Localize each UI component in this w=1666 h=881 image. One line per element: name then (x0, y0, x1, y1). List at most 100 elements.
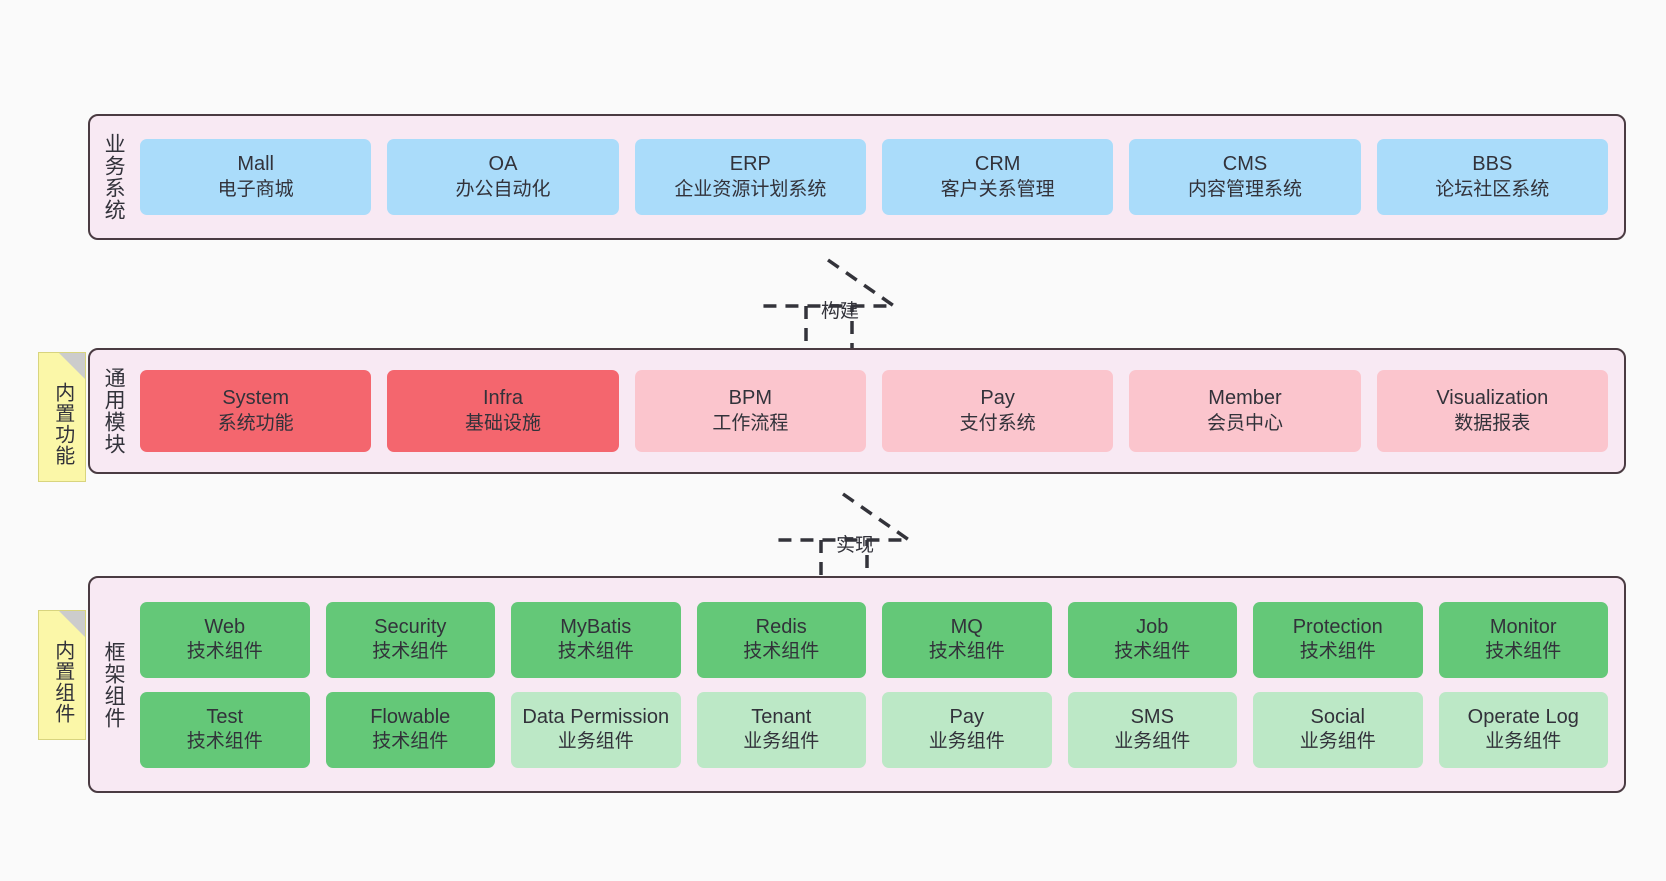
node-title: Test (206, 705, 244, 728)
node-oa[interactable]: OA 办公自动化 (387, 139, 619, 215)
node-visualization[interactable]: Visualization 数据报表 (1376, 370, 1608, 452)
node-subtitle: 内容管理系统 (1187, 178, 1302, 200)
node-subtitle: 技术组件 (372, 641, 449, 663)
node-infra[interactable]: Infra 基础设施 (387, 370, 619, 452)
node-subtitle: 技术组件 (743, 641, 820, 663)
node-subtitle: 技术组件 (928, 641, 1005, 663)
node-cms[interactable]: CMS 内容管理系统 (1129, 139, 1361, 215)
node-subtitle: 技术组件 (372, 731, 449, 753)
node-subtitle: 业务组件 (743, 731, 820, 753)
node-operate-log[interactable]: Operate Log 业务组件 (1438, 691, 1608, 768)
node-title: Pay (980, 387, 1015, 410)
layer-body-business-system: Mall 电子商城 OA 办公自动化 ERP 企业资源计划系统 CRM 客户关系… (136, 116, 1624, 238)
node-subtitle: 技术组件 (186, 731, 263, 753)
node-title: Redis (755, 615, 807, 638)
node-subtitle: 客户关系管理 (940, 178, 1055, 200)
node-protection[interactable]: Protection 技术组件 (1253, 601, 1423, 678)
framework-tech-row: Web 技术组件 Security 技术组件 MyBatis 技术组件 Redi… (140, 601, 1608, 678)
node-pay-module[interactable]: Pay 支付系统 (881, 370, 1114, 452)
node-title: Data Permission (522, 705, 670, 728)
node-subtitle: 支付系统 (959, 412, 1036, 434)
node-title: Mall (237, 153, 274, 176)
note-label: 内置组件 (51, 640, 74, 724)
node-title: Infra (482, 387, 523, 410)
node-title: Flowable (370, 705, 451, 728)
node-mall[interactable]: Mall 电子商城 (140, 139, 372, 215)
layer-label-framework-components: 框架组件 (102, 640, 126, 729)
layer-label-business-system: 业务系统 (102, 133, 126, 221)
node-web[interactable]: Web 技术组件 (140, 601, 310, 678)
node-subtitle: 业务组件 (557, 731, 634, 753)
layer-body-framework-components: Web 技术组件 Security 技术组件 MyBatis 技术组件 Redi… (136, 578, 1624, 791)
note-builtin-function: 内置功能 (38, 352, 86, 482)
node-title: Security (374, 615, 447, 638)
node-tenant[interactable]: Tenant 业务组件 (696, 691, 866, 768)
node-subtitle: 系统功能 (217, 412, 294, 434)
node-subtitle: 工作流程 (712, 412, 789, 434)
node-title: MQ (950, 615, 983, 638)
node-subtitle: 业务组件 (1485, 731, 1562, 753)
connector-build-label: 构建 (820, 301, 860, 322)
node-sms[interactable]: SMS 业务组件 (1067, 691, 1237, 768)
node-pay-component[interactable]: Pay 业务组件 (882, 691, 1052, 768)
node-subtitle: 办公自动化 (455, 178, 551, 200)
node-mq[interactable]: MQ 技术组件 (882, 601, 1052, 678)
node-bbs[interactable]: BBS 论坛社区系统 (1376, 139, 1608, 215)
node-subtitle: 会员中心 (1206, 412, 1283, 434)
node-security[interactable]: Security 技术组件 (325, 601, 495, 678)
node-erp[interactable]: ERP 企业资源计划系统 (634, 139, 866, 215)
layer-label-common-modules: 通用模块 (102, 367, 126, 455)
node-redis[interactable]: Redis 技术组件 (696, 601, 866, 678)
node-title: CMS (1222, 153, 1268, 176)
connector-implement: 实现 (775, 492, 935, 588)
node-title: BPM (728, 387, 772, 410)
node-title: SMS (1130, 705, 1174, 728)
note-fold-corner-icon (59, 611, 85, 637)
node-title: Member (1208, 387, 1282, 410)
node-bpm[interactable]: BPM 工作流程 (634, 370, 866, 452)
node-title: Tenant (751, 705, 812, 728)
node-subtitle: 企业资源计划系统 (674, 178, 827, 200)
node-title: Monitor (1489, 615, 1557, 638)
node-title: ERP (729, 153, 771, 176)
node-title: Social (1310, 705, 1365, 728)
node-data-permission[interactable]: Data Permission 业务组件 (511, 691, 681, 768)
note-builtin-component: 内置组件 (38, 610, 86, 740)
node-title: Protection (1292, 615, 1383, 638)
business-node-row: Mall 电子商城 OA 办公自动化 ERP 企业资源计划系统 CRM 客户关系… (140, 139, 1608, 215)
node-subtitle: 技术组件 (186, 641, 263, 663)
node-title: BBS (1472, 153, 1513, 176)
connector-build: 构建 (760, 258, 920, 354)
node-job[interactable]: Job 技术组件 (1067, 601, 1237, 678)
note-label: 内置功能 (51, 382, 74, 466)
node-title: Pay (949, 705, 984, 728)
node-subtitle: 电子商城 (217, 178, 294, 200)
connector-implement-label: 实现 (835, 535, 875, 556)
node-test[interactable]: Test 技术组件 (140, 691, 310, 768)
framework-business-row: Test 技术组件 Flowable 技术组件 Data Permission … (140, 691, 1608, 768)
node-social[interactable]: Social 业务组件 (1253, 691, 1423, 768)
node-subtitle: 基础设施 (464, 412, 541, 434)
node-subtitle: 业务组件 (928, 731, 1005, 753)
node-title: System (222, 387, 289, 410)
node-subtitle: 技术组件 (557, 641, 634, 663)
node-subtitle: 论坛社区系统 (1435, 178, 1550, 200)
node-system[interactable]: System 系统功能 (140, 370, 372, 452)
node-subtitle: 数据报表 (1454, 412, 1531, 434)
node-monitor[interactable]: Monitor 技术组件 (1438, 601, 1608, 678)
node-subtitle: 业务组件 (1114, 731, 1191, 753)
node-title: OA (488, 153, 518, 176)
module-node-row: System 系统功能 Infra 基础设施 BPM 工作流程 Pay 支付系统… (140, 370, 1608, 452)
node-title: Web (204, 615, 246, 638)
node-title: Job (1136, 615, 1169, 638)
node-subtitle: 业务组件 (1299, 731, 1376, 753)
node-title: Visualization (1436, 387, 1549, 410)
node-subtitle: 技术组件 (1485, 641, 1562, 663)
layer-framework-components: 框架组件 Web 技术组件 Security 技术组件 MyBatis 技术组件… (88, 576, 1626, 793)
node-crm[interactable]: CRM 客户关系管理 (881, 139, 1114, 215)
layer-business-system: 业务系统 Mall 电子商城 OA 办公自动化 ERP 企业资源计划系统 CRM (88, 114, 1626, 240)
node-member[interactable]: Member 会员中心 (1129, 370, 1361, 452)
layer-body-common-modules: System 系统功能 Infra 基础设施 BPM 工作流程 Pay 支付系统… (136, 350, 1624, 472)
node-flowable[interactable]: Flowable 技术组件 (325, 691, 495, 768)
node-mybatis[interactable]: MyBatis 技术组件 (511, 601, 681, 678)
